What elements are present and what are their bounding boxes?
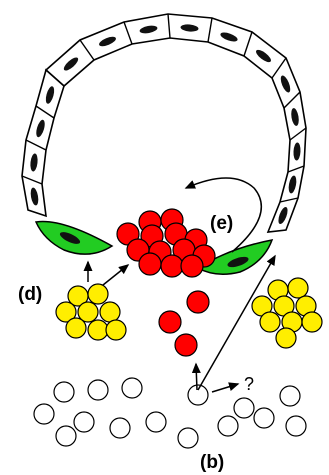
cell-border xyxy=(167,13,171,39)
yellow-cell xyxy=(65,317,87,339)
yellow-cell xyxy=(87,319,109,341)
red-cell xyxy=(158,310,182,334)
arrow-icon xyxy=(102,264,130,286)
yellow-cell xyxy=(77,301,99,323)
endothelial-nucleus xyxy=(180,24,199,32)
yellow-cell xyxy=(259,311,281,333)
yellow-cell-cluster-left xyxy=(55,283,127,341)
endothelial-nucleus xyxy=(30,153,38,172)
white-cell xyxy=(279,385,301,407)
cell-border xyxy=(289,127,307,141)
cell-border xyxy=(271,57,287,79)
arrow-icon xyxy=(211,382,240,393)
arrow-icon xyxy=(197,254,276,391)
yellow-cell xyxy=(55,301,77,323)
white-cell xyxy=(109,417,131,439)
yellow-cell xyxy=(99,301,121,323)
endothelial-nucleus xyxy=(256,49,271,63)
endothelial-nucleus xyxy=(291,108,299,126)
cell-border xyxy=(287,165,305,173)
cell-border xyxy=(79,39,95,61)
red-cell xyxy=(160,254,184,278)
cell-border xyxy=(25,139,47,151)
yellow-cell xyxy=(87,283,109,305)
yellow-cell xyxy=(105,319,127,341)
white-cell xyxy=(33,403,55,425)
question-mark: ? xyxy=(244,374,254,394)
white-cell xyxy=(87,379,109,401)
cell-border xyxy=(123,21,133,45)
endothelial-nucleus xyxy=(63,57,79,71)
white-cell xyxy=(233,397,255,419)
cell-border xyxy=(35,105,55,119)
white-cell xyxy=(285,415,307,437)
vessel-wall xyxy=(21,13,307,233)
red-cell xyxy=(138,252,162,276)
red-cell xyxy=(186,290,210,314)
red-cells-migrating xyxy=(158,290,210,357)
arrow-icon xyxy=(191,362,201,391)
endothelial-nucleus xyxy=(280,75,291,93)
white-cell xyxy=(253,407,275,429)
white-cell xyxy=(217,415,239,437)
endothelial-nucleus xyxy=(278,206,288,225)
cell-border xyxy=(243,31,253,57)
white-cell xyxy=(121,377,143,399)
red-cell xyxy=(174,333,198,357)
white-cell xyxy=(177,427,199,449)
red-cell-cluster xyxy=(116,208,216,278)
arrows xyxy=(83,177,276,393)
endothelial-nucleus xyxy=(45,86,55,104)
white-cell xyxy=(187,384,209,406)
curved-arrow-icon xyxy=(184,177,263,253)
endothelial-nucleus xyxy=(293,142,301,161)
cell-border xyxy=(21,175,43,185)
green-cell-right xyxy=(196,239,274,275)
green-cell-left-nucleus xyxy=(59,232,81,244)
label-d: (d) xyxy=(18,284,42,305)
white-cell xyxy=(73,411,95,433)
vessel-wall-left xyxy=(21,68,65,218)
cell-border xyxy=(279,197,299,203)
white-cell xyxy=(55,425,77,447)
endothelial-nucleus xyxy=(288,175,297,194)
yellow-cell xyxy=(287,277,309,299)
cell-border xyxy=(283,91,301,109)
white-cell xyxy=(53,381,75,403)
yellow-cell xyxy=(275,327,297,349)
cell-border xyxy=(207,17,213,43)
endothelial-nucleus xyxy=(139,25,158,34)
endothelial-nucleus xyxy=(99,36,116,47)
endothelial-nucleus xyxy=(36,119,45,138)
label-b: (b) xyxy=(200,452,224,473)
endothelial-nucleus xyxy=(30,187,39,206)
white-cell-pool xyxy=(33,377,307,449)
endothelial-nucleus xyxy=(220,32,238,42)
yellow-cell-cluster-right xyxy=(251,277,323,349)
red-cell xyxy=(180,254,204,278)
green-cell-right-nucleus xyxy=(227,256,249,268)
yellow-cell xyxy=(301,311,323,333)
white-cell xyxy=(145,411,167,433)
green-cells xyxy=(34,220,274,275)
label-e: (e) xyxy=(210,213,233,234)
